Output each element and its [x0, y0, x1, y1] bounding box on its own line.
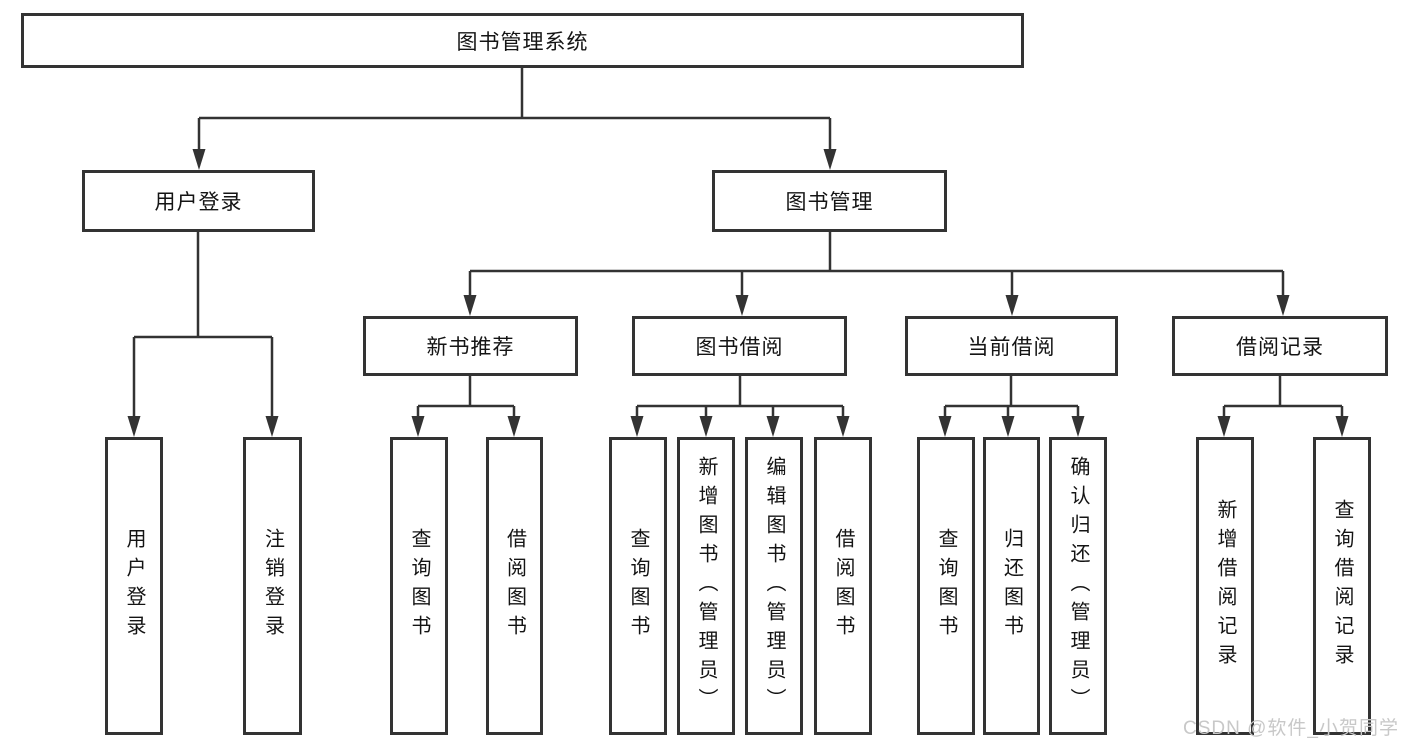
- node-new-book-rec: 新书推荐: [363, 316, 578, 376]
- node-bb-query-books-label: 查询图书: [627, 528, 649, 644]
- node-br-query-record-label: 查询借阅记录: [1331, 499, 1353, 673]
- node-root: 图书管理系统: [21, 13, 1024, 68]
- csdn-watermark: CSDN @软件_小贺同学: [1183, 718, 1399, 739]
- node-br-add-record: 新增借阅记录: [1196, 437, 1254, 735]
- node-cb-return-books-label: 归还图书: [1000, 528, 1023, 644]
- node-logout-label: 注销登录: [261, 528, 284, 644]
- node-nbr-query-books: 查询图书: [390, 437, 448, 735]
- node-bb-query-books: 查询图书: [609, 437, 667, 735]
- node-root-label: 图书管理系统: [456, 30, 589, 54]
- node-br-add-record-label: 新增借阅记录: [1214, 499, 1236, 673]
- node-bb-borrow-books: 借阅图书: [814, 437, 872, 735]
- node-br-query-record: 查询借阅记录: [1313, 437, 1371, 735]
- node-nbr-borrow-books-label: 借阅图书: [503, 528, 526, 644]
- node-current-borrow-label: 当前借阅: [967, 336, 1056, 359]
- node-cb-return-books: 归还图书: [983, 437, 1040, 735]
- node-borrow-records: 借阅记录: [1172, 316, 1388, 376]
- node-logout: 注销登录: [243, 437, 302, 735]
- node-bb-borrow-books-label: 借阅图书: [832, 528, 854, 644]
- node-book-mgmt-branch: 图书管理: [712, 170, 947, 232]
- node-cb-query-books-label: 查询图书: [935, 528, 957, 644]
- node-new-book-rec-label: 新书推荐: [426, 336, 515, 359]
- node-current-borrow: 当前借阅: [905, 316, 1118, 376]
- node-cb-confirm-return: 确认归还（管理员）: [1049, 437, 1107, 735]
- node-login-label: 用户登录: [123, 528, 145, 644]
- node-bb-add-books: 新增图书（管理员）: [677, 437, 735, 735]
- node-book-mgmt-branch-label: 图书管理: [785, 191, 874, 214]
- node-borrow-records-label: 借阅记录: [1236, 336, 1324, 359]
- node-book-borrow-label: 图书借阅: [695, 336, 784, 359]
- node-bb-edit-books-label: 编辑图书（管理员）: [763, 455, 785, 717]
- node-bb-add-books-label: 新增图书（管理员）: [695, 455, 717, 717]
- node-cb-query-books: 查询图书: [917, 437, 975, 735]
- node-cb-confirm-return-label: 确认归还（管理员）: [1067, 455, 1089, 717]
- node-user-login-branch: 用户登录: [82, 170, 315, 232]
- node-login: 用户登录: [105, 437, 163, 735]
- node-user-login-branch-label: 用户登录: [154, 191, 243, 214]
- node-nbr-borrow-books: 借阅图书: [486, 437, 543, 735]
- node-book-borrow: 图书借阅: [632, 316, 847, 376]
- node-nbr-query-books-label: 查询图书: [408, 528, 430, 644]
- node-bb-edit-books: 编辑图书（管理员）: [745, 437, 803, 735]
